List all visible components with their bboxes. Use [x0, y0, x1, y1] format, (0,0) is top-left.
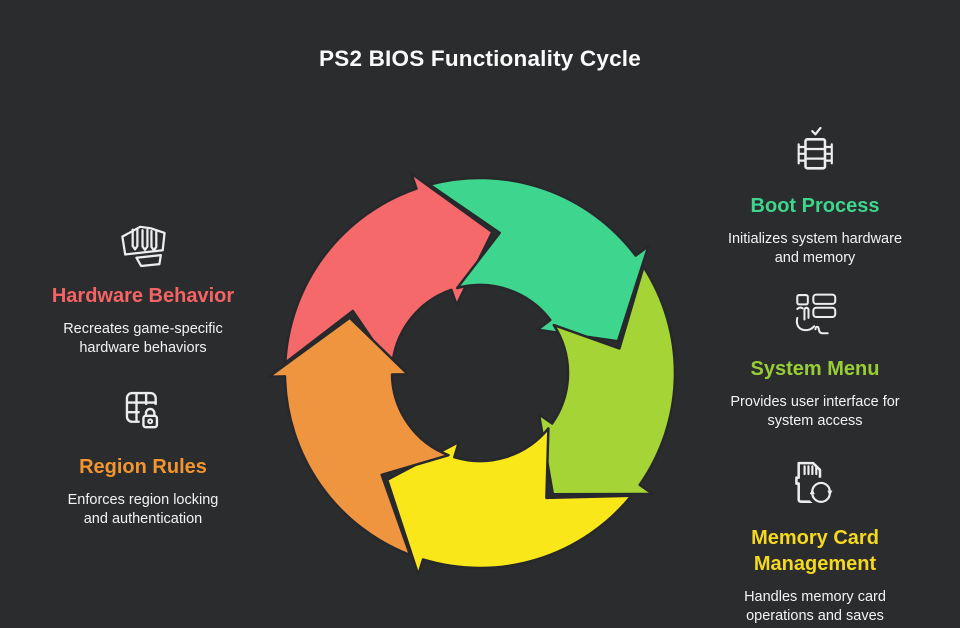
section-hardware-behavior: Hardware Behavior Recreates game-specifi…	[13, 222, 273, 359]
section-description-hardware-behavior: Recreates game-specific hardware behavio…	[63, 321, 223, 357]
memory-card-sync-icon	[795, 461, 835, 506]
section-memory-card-management: Memory Card Management Handles memory ca…	[690, 455, 940, 627]
section-title-hardware-behavior: Hardware Behavior	[51, 285, 235, 307]
section-boot-process: Boot Process Initializes system hardware…	[690, 123, 940, 269]
cycle-arrow-memory-card-management	[385, 427, 633, 577]
section-title-memory-card-management: Memory Card Management	[751, 527, 879, 575]
hand-menu-icon	[795, 293, 837, 335]
grid-lock-icon	[125, 391, 162, 431]
section-system-menu: System Menu Provides user interface for …	[690, 290, 940, 432]
section-description-memory-card-management: Handles memory card operations and saves	[744, 589, 886, 625]
cycle-arrow-boot-process	[428, 176, 650, 343]
chip-check-icon	[797, 126, 833, 170]
section-description-system-menu: Provides user interface for system acces…	[730, 394, 900, 430]
section-description-boot-process: Initializes system hardware and memory	[727, 231, 903, 267]
section-title-system-menu: System Menu	[750, 358, 880, 380]
cycle-arrow-region-rules	[267, 316, 450, 557]
cycle-arrow-system-menu	[537, 265, 677, 496]
cycle-diagram	[267, 172, 677, 577]
section-description-region-rules: Enforces region locking and authenticati…	[67, 492, 219, 528]
page-title: PS2 BIOS Functionality Cycle	[319, 46, 641, 71]
section-title-boot-process: Boot Process	[750, 195, 880, 217]
section-region-rules: Region Rules Enforces region locking and…	[13, 388, 273, 530]
section-title-region-rules: Region Rules	[79, 456, 207, 478]
cycle-arrow-hardware-behavior	[284, 172, 494, 370]
fist-icon	[121, 225, 166, 268]
